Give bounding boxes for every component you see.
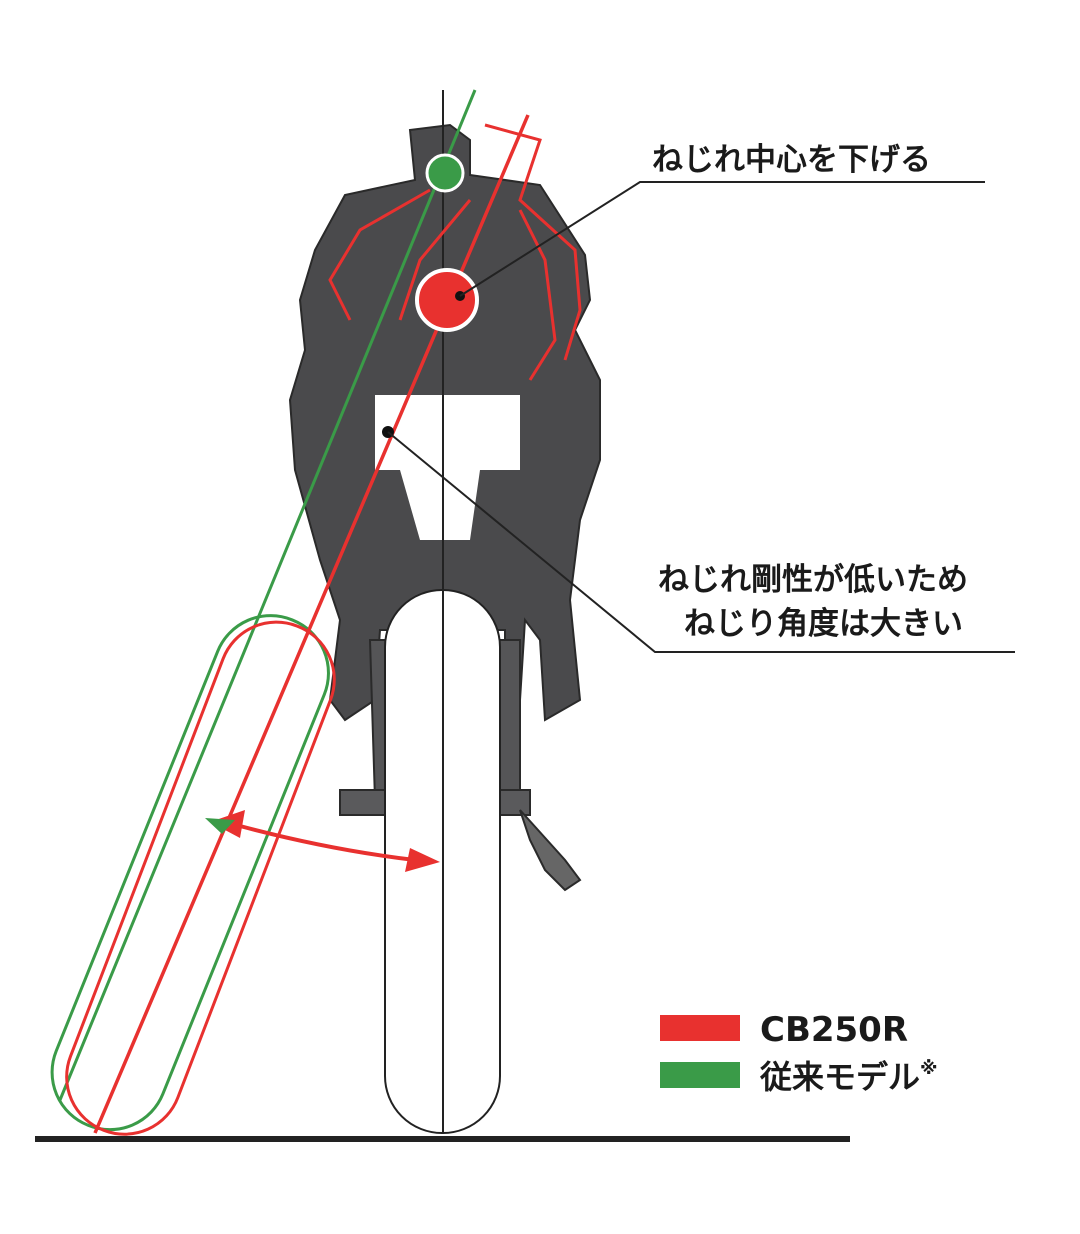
red-tilted-wheel: [65, 620, 336, 1136]
twist-angle-arrow: [205, 810, 440, 872]
legend-swatch-previous-model: [660, 1062, 740, 1088]
label-low-rigidity-2: ねじり角度は大きい: [684, 606, 963, 642]
red-torsion-center-dot: [415, 268, 479, 332]
legend-swatch-cb250r: [660, 1015, 740, 1041]
red-frame-outline: [328, 123, 582, 381]
leader-line-lower-center: [459, 181, 985, 297]
green-torsion-center-dot: [425, 153, 465, 193]
green-tilted-wheel: [50, 614, 330, 1132]
leader-line-rigidity: [387, 431, 1015, 653]
label-low-rigidity-1: ねじれ剛性が低いため: [658, 562, 968, 598]
legend-note-mark: ※: [920, 1058, 938, 1079]
legend-label-previous-model: 従来モデル※: [759, 1058, 938, 1096]
green-axis-line: [58, 89, 477, 1101]
legend-label-previous-model-text: 従来モデル: [759, 1058, 920, 1096]
legend-label-cb250r: CB250R: [760, 1010, 908, 1050]
legend: CB250R 従来モデル※: [660, 1010, 938, 1096]
label-lower-center: ねじれ中心を下げる: [652, 142, 931, 178]
